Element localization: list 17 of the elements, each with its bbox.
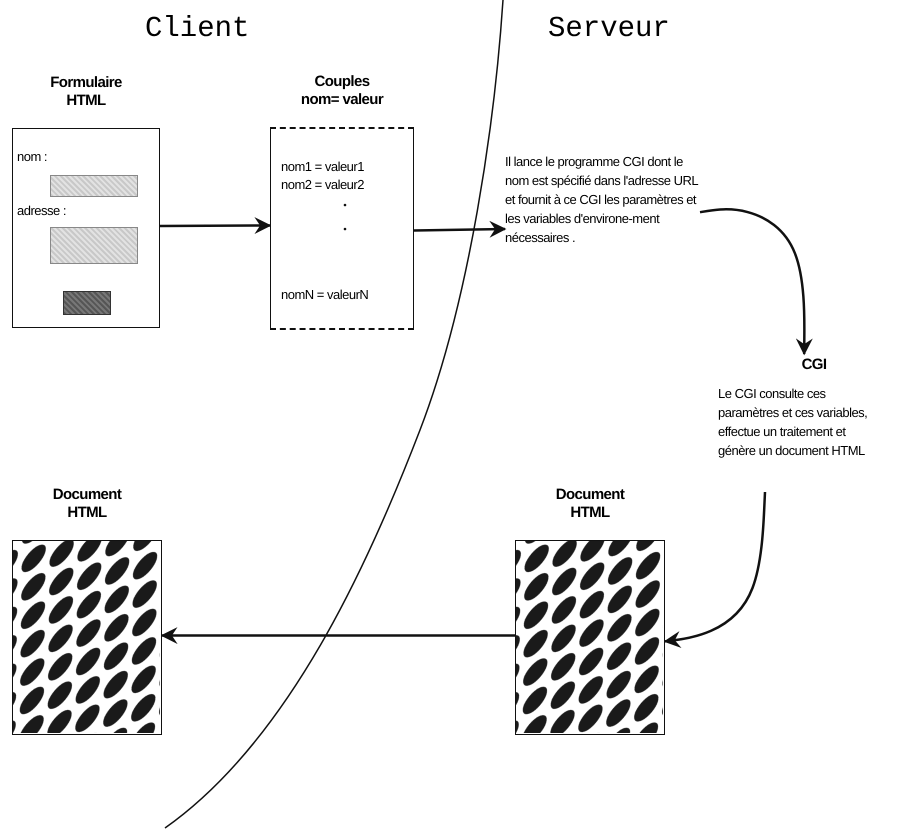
node-title: Document HTML bbox=[554, 486, 626, 522]
node-title: Couples nom= valeur bbox=[300, 73, 384, 109]
pair-text: nomN = valeurN bbox=[281, 287, 368, 302]
section-label: Client bbox=[145, 12, 250, 45]
description-text: Le CGI consulte ces paramètres et ces variables, effectue un traitement et génère un document HTML bbox=[718, 385, 868, 460]
node-title: Formulaire HTML bbox=[49, 74, 123, 110]
field-label: adresse : bbox=[17, 203, 66, 218]
section-label: Serveur bbox=[548, 12, 670, 45]
arrow bbox=[160, 217, 272, 234]
field-label: nom : bbox=[17, 149, 48, 164]
pair-text: nom1 = valeur1 bbox=[281, 159, 364, 174]
pair-text: nom2 = valeur2 bbox=[281, 177, 364, 192]
node-title: CGI bbox=[800, 356, 828, 374]
description-text: Il lance le programme CGI dont le nom est spécifié dans l'adresse URL et fournit à ce CGI les paramètres et les variables d'environe-ment nécessaires . bbox=[505, 152, 700, 247]
node-title: Document HTML bbox=[52, 486, 123, 522]
arrow bbox=[700, 208, 813, 356]
arrow bbox=[414, 220, 506, 238]
